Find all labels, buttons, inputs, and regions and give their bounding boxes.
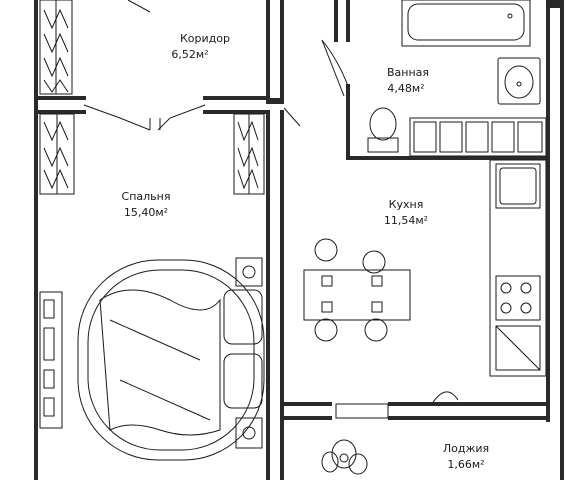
kitchen-name: Кухня [389, 198, 424, 211]
kitchen-area: 11,54м² [384, 214, 428, 227]
bedroom-area: 15,40м² [124, 206, 168, 219]
sink [497, 57, 541, 105]
bedroom-wardrobe [39, 113, 265, 195]
kitchen-door-swing [283, 107, 301, 127]
room-label-corridor: Коридор 6,52м² [171, 32, 230, 61]
bedroom-dresser [39, 291, 63, 429]
wall-fills [34, 0, 564, 480]
room-label-loggia: Лоджия 1,66м² [443, 442, 489, 471]
loggia-name: Лоджия [443, 442, 489, 455]
plant-icon [321, 439, 368, 475]
loggia-area: 1,66м² [447, 458, 484, 471]
kitchen-counter [489, 159, 547, 377]
dining-chairs [314, 238, 388, 342]
corridor-door-swing [127, 0, 151, 13]
bathroom-door [321, 39, 349, 97]
bathroom-area: 4,48м² [387, 82, 424, 95]
room-label-bathroom: Ванная 4,48м² [387, 66, 429, 95]
bathroom-cabinets [409, 117, 547, 157]
corridor-wardrobe [39, 0, 73, 95]
corridor-name: Коридор [180, 32, 230, 45]
corridor-area: 6,52м² [171, 48, 208, 61]
bathtub [401, 0, 531, 47]
balcony-door [335, 391, 459, 419]
bedroom-name: Спальня [122, 190, 171, 203]
nightstands [235, 257, 263, 449]
bathroom-name: Ванная [387, 66, 429, 79]
dining-table [303, 269, 411, 321]
walls [34, 0, 564, 480]
bedroom-double-door [83, 104, 206, 131]
room-label-kitchen: Кухня 11,54м² [384, 198, 428, 227]
toilet [367, 107, 399, 153]
room-label-bedroom: Спальня 15,40м² [122, 190, 171, 219]
bed [77, 259, 265, 461]
